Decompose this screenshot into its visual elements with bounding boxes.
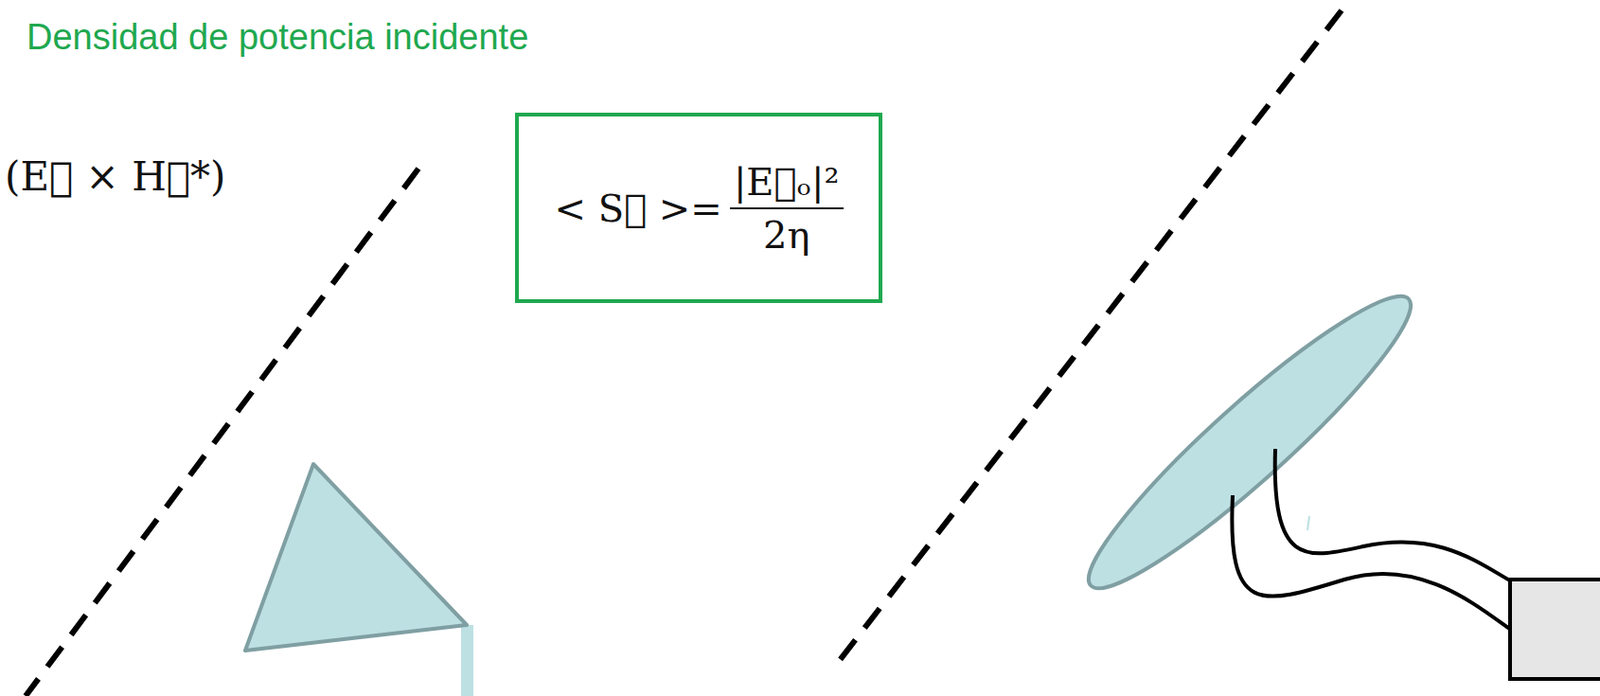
cable — [1275, 448, 1515, 584]
formula-text: < S⃗ >= — [554, 186, 723, 231]
formula-box: < S⃗ >=|E⃗ₒ|²2η — [515, 112, 883, 303]
dish-antenna — [1065, 270, 1434, 614]
fraction: |E⃗ₒ|²2η — [729, 160, 844, 257]
formula-label: (E⃗ × H⃗*) — [4, 153, 226, 200]
denominator: 2η — [763, 209, 810, 257]
receiver-box — [1510, 579, 1600, 679]
horn-antenna — [245, 463, 467, 651]
feed-mark — [1307, 515, 1310, 531]
wavefront-line — [836, 10, 1342, 664]
cable — [1231, 495, 1515, 633]
diagram-title: Densidad de potencia incidente — [26, 17, 529, 58]
horn-feed — [461, 624, 474, 696]
numerator: |E⃗ₒ|² — [729, 160, 844, 210]
